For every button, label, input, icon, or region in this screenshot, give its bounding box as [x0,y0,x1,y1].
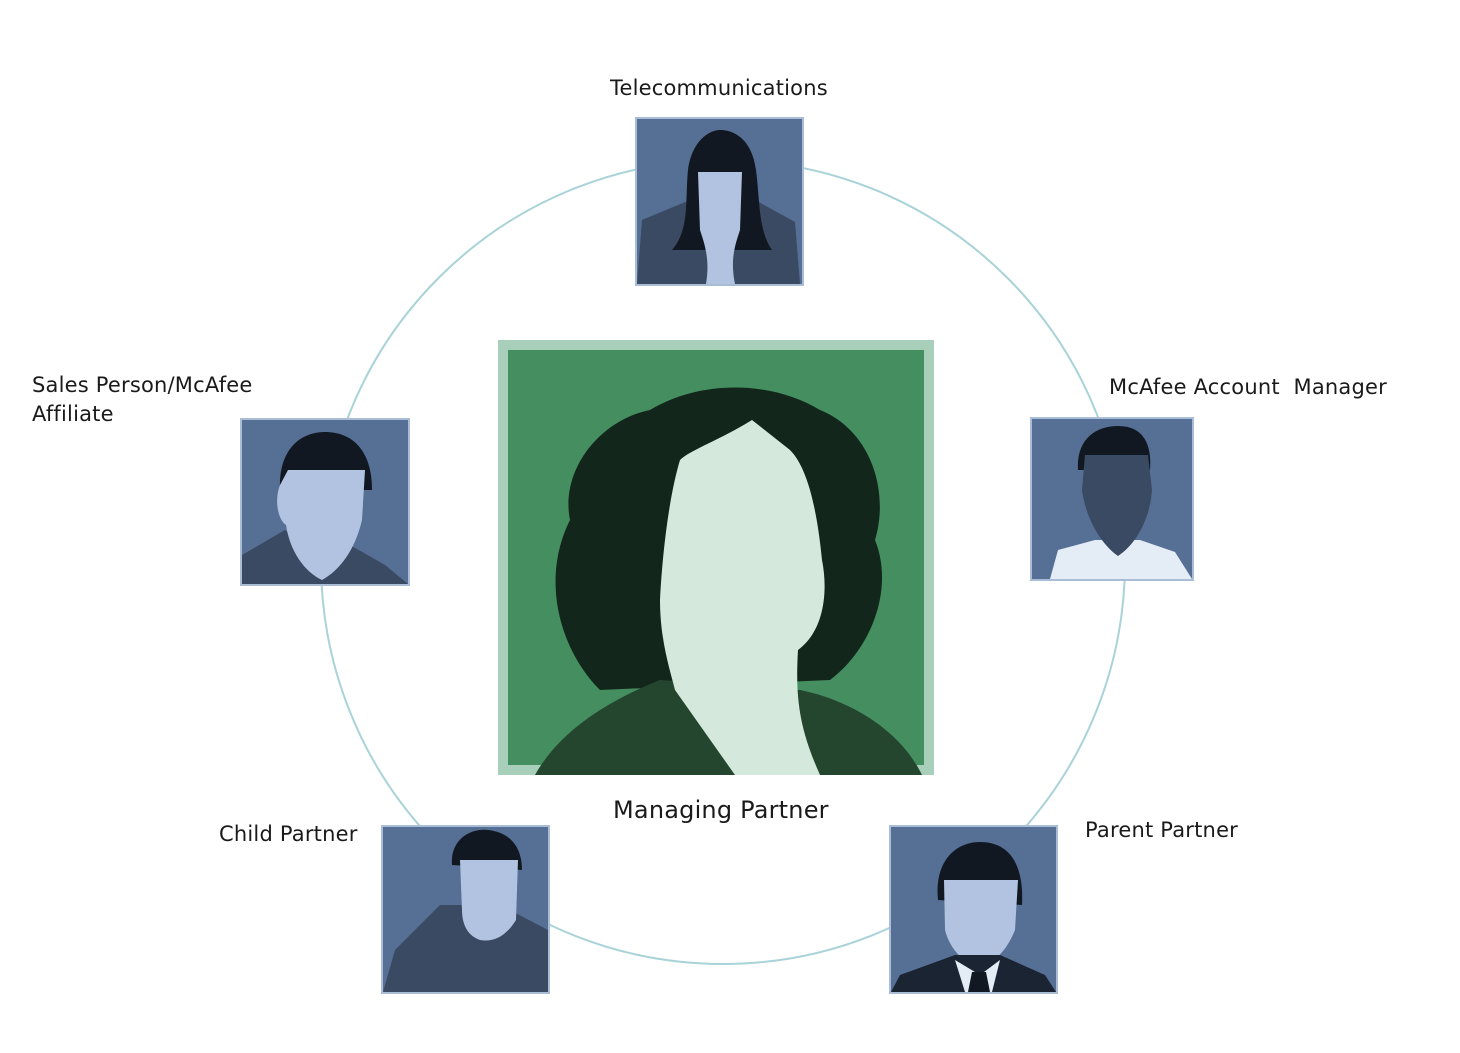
label-telecommunications: Telecommunications [610,76,828,100]
man-suit-tie-silhouette-icon [891,842,1056,992]
node-child-partner [381,825,550,994]
node-telecommunications [635,117,804,286]
man-short-hair-silhouette-icon [242,432,408,584]
label-managing-partner: Managing Partner [613,796,829,824]
label-child-partner: Child Partner [219,822,358,846]
center-node-managing-partner [498,340,934,775]
node-mcafee-account-manager [1030,417,1194,581]
node-parent-partner [889,825,1058,994]
man-tshirt-silhouette-icon [1050,426,1192,579]
label-mcafee-account-manager: McAfee Account Manager [1109,375,1387,399]
label-sales-person-mcafee-affiliate: Sales Person/McAfee Affiliate [32,373,253,426]
label-parent-partner: Parent Partner [1085,818,1239,842]
man-casual-silhouette-icon [383,829,548,992]
node-sales-person-mcafee-affiliate [240,418,410,586]
woman-curly-hair-silhouette-icon [535,387,922,775]
woman-long-hair-silhouette-icon [637,130,800,284]
